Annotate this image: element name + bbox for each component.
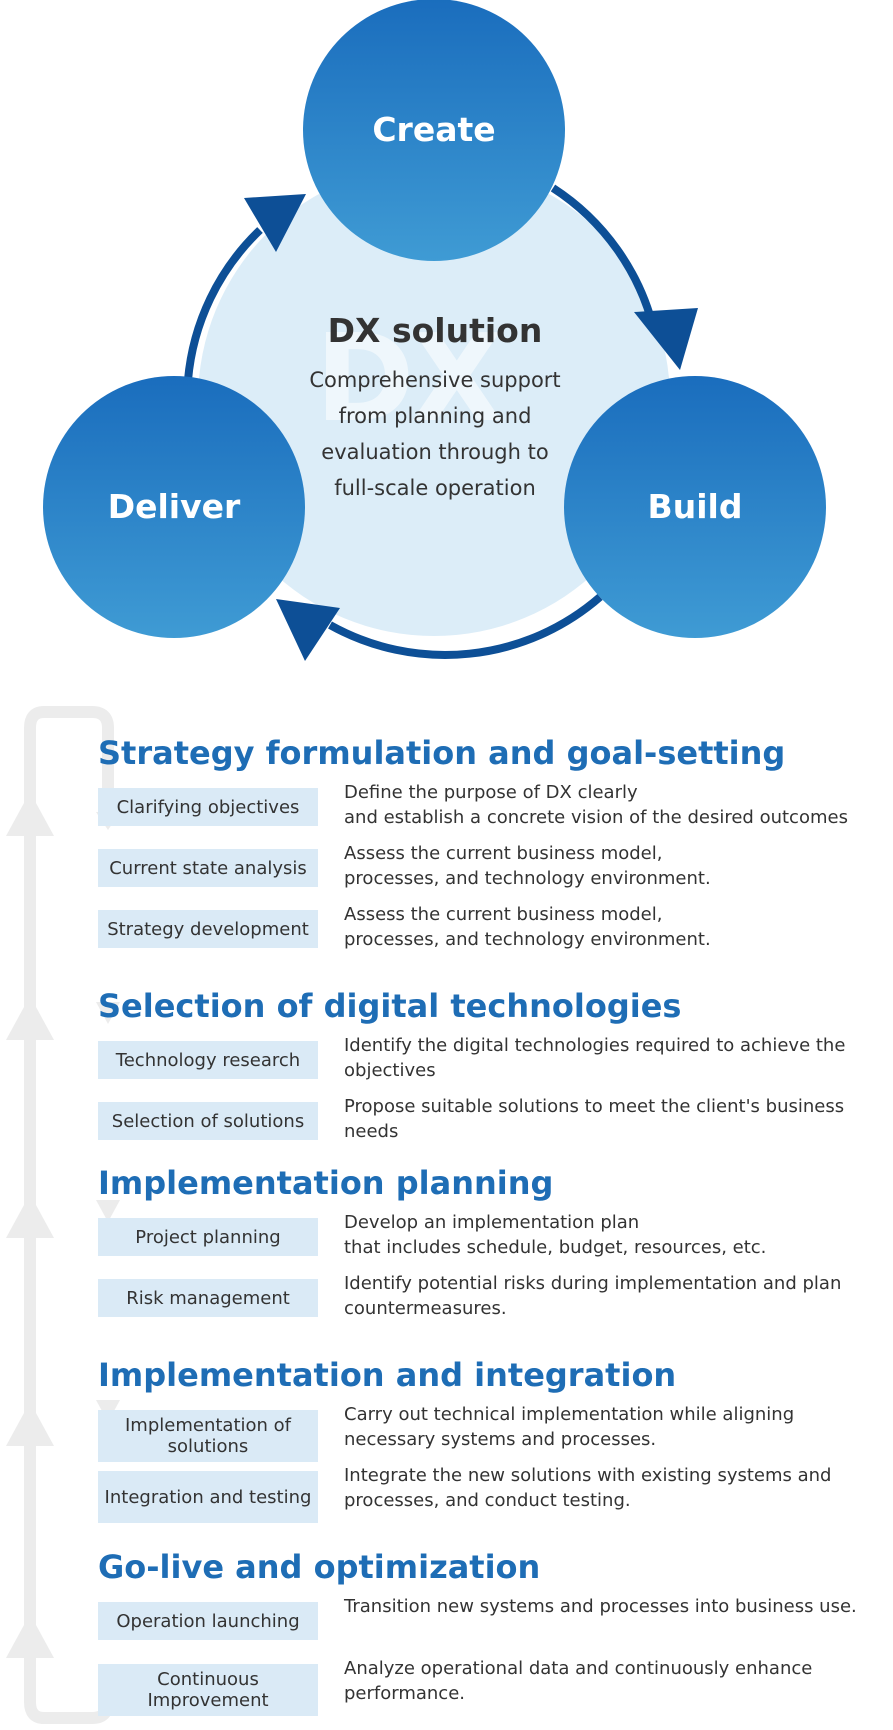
step-row: Clarifying objectives Define the purpose… xyxy=(98,782,888,828)
step-description: Develop an implementation plan that incl… xyxy=(344,1212,767,1258)
step-description: Transition new systems and processes int… xyxy=(344,1596,857,1617)
step-description: Assess the current business model, proce… xyxy=(344,843,711,889)
center-title: DX solution xyxy=(327,311,543,350)
center-disc xyxy=(198,164,670,636)
node-build xyxy=(564,376,826,638)
step-label: Current state analysis xyxy=(98,849,318,887)
step-row: Integration and testing Integrate the ne… xyxy=(98,1465,888,1523)
step-description: Propose suitable solutions to meet the c… xyxy=(344,1096,845,1142)
node-build-label: Build xyxy=(647,487,743,526)
section-title-strategy: Strategy formulation and goal-setting xyxy=(98,734,786,772)
node-create-label: Create xyxy=(372,110,496,149)
step-label: Risk management xyxy=(98,1279,318,1317)
step-row: Strategy development Assess the current … xyxy=(98,904,888,950)
step-label: Technology research xyxy=(98,1041,318,1079)
step-description: Carry out technical implementation while… xyxy=(344,1404,795,1450)
step-label: Operation launching xyxy=(98,1602,318,1640)
arrowhead-to-build xyxy=(634,308,698,370)
arrowhead-to-deliver xyxy=(276,599,340,661)
arrow-arc-create-to-build xyxy=(550,184,658,331)
up-arrow-2 xyxy=(6,996,54,1040)
node-create xyxy=(303,0,565,261)
down-arrow-3 xyxy=(96,1200,120,1222)
step-row: Selection of solutions Propose suitable … xyxy=(98,1096,888,1142)
step-description: Define the purpose of DX clearly and est… xyxy=(344,782,848,828)
dx-cycle-diagram xyxy=(43,0,826,661)
up-arrow-4 xyxy=(6,1402,54,1446)
step-description: Integrate the new solutions with existin… xyxy=(344,1465,832,1511)
step-row: Current state analysis Assess the curren… xyxy=(98,843,888,889)
step-description: Analyze operational data and continuousl… xyxy=(344,1658,813,1704)
arrow-arc-build-to-deliver xyxy=(328,593,603,659)
center-description: Comprehensive support from planning and … xyxy=(309,368,561,500)
step-label: Implementation of solutions xyxy=(98,1410,318,1462)
node-deliver xyxy=(43,376,305,638)
step-row: Operation launching Transition new syste… xyxy=(98,1596,888,1642)
step-row: Continuous Improvement Analyze operation… xyxy=(98,1658,888,1716)
step-row: Project planning Develop an implementati… xyxy=(98,1212,888,1258)
up-arrow-1 xyxy=(6,792,54,836)
step-description: Identify the digital technologies requir… xyxy=(344,1035,846,1081)
up-arrow-3 xyxy=(6,1194,54,1238)
section-title-implementation-planning: Implementation planning xyxy=(98,1164,554,1202)
node-deliver-label: Deliver xyxy=(107,487,241,526)
step-label: Continuous Improvement xyxy=(98,1664,318,1716)
step-description: Identify potential risks during implemen… xyxy=(344,1273,842,1319)
section-title-go-live: Go-live and optimization xyxy=(98,1548,541,1586)
arrow-arc-deliver-to-create xyxy=(184,227,263,381)
arrowhead-to-create xyxy=(244,194,306,252)
step-row: Risk management Identify potential risks… xyxy=(98,1273,888,1319)
up-arrow-5 xyxy=(6,1614,54,1658)
step-row: Technology research Identify the digital… xyxy=(98,1035,888,1081)
section-title-digital-technologies: Selection of digital technologies xyxy=(98,987,682,1025)
step-label: Strategy development xyxy=(98,910,318,948)
loop-line xyxy=(24,706,114,1724)
down-arrow-2 xyxy=(96,1002,120,1024)
section-title-implementation-integration: Implementation and integration xyxy=(98,1356,677,1394)
step-label: Selection of solutions xyxy=(98,1102,318,1140)
step-row: Implementation of solutions Carry out te… xyxy=(98,1404,888,1462)
step-description: Assess the current business model, proce… xyxy=(344,904,711,950)
dx-watermark: DX xyxy=(315,310,503,449)
step-label: Project planning xyxy=(98,1218,318,1256)
step-label: Clarifying objectives xyxy=(98,788,318,826)
step-label: Integration and testing xyxy=(98,1471,318,1523)
